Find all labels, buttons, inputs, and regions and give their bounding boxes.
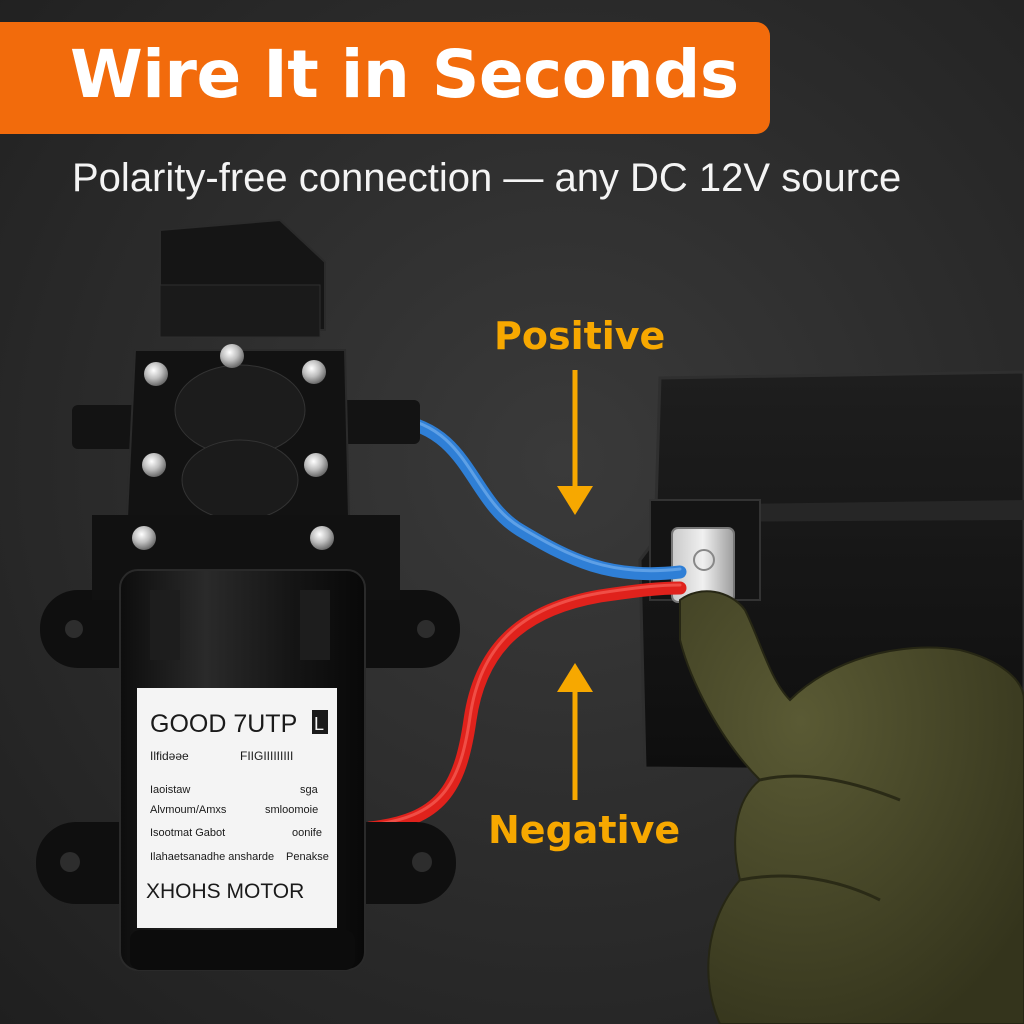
positive-callout: Positive	[494, 314, 666, 358]
pump-screws	[132, 344, 334, 550]
positive-arrow-icon	[557, 370, 593, 515]
label-header-left: Ilfidəəe	[150, 749, 189, 763]
title-banner	[0, 22, 770, 134]
label-row-left: Isootmat Gabot	[150, 827, 225, 839]
label-row-right: sga	[300, 784, 319, 796]
positive-wire	[388, 413, 687, 581]
negative-callout: Negative	[488, 808, 681, 852]
label-brand: GOOD 7UTP	[150, 710, 297, 738]
label-row-right: smloomoie	[265, 804, 318, 816]
pump-head	[72, 218, 420, 600]
label-row-left: Ilahaetsanadhe ansharde	[150, 851, 274, 863]
label-brand-suffix: L	[314, 714, 324, 734]
label-footer: XHOHS MOTOR	[146, 880, 304, 903]
label-row-left: Iaoistaw	[150, 784, 190, 796]
glove-hand	[679, 590, 1024, 1024]
page-title: Wire It in Seconds	[70, 36, 739, 113]
label-header-right: FIIGIIIIIIIII	[240, 749, 293, 763]
label-row-left: Alvmoum/Amxs	[150, 804, 227, 816]
negative-arrow-icon	[557, 663, 593, 800]
page-subtitle: Polarity-free connection — any DC 12V so…	[72, 156, 902, 200]
pump-label: GOOD 7UTP L Ilfidəəe FIIGIIIIIIIII Iaois…	[137, 688, 337, 928]
label-row-right: Penakse	[286, 851, 329, 863]
label-row-right: oonife	[292, 827, 322, 839]
